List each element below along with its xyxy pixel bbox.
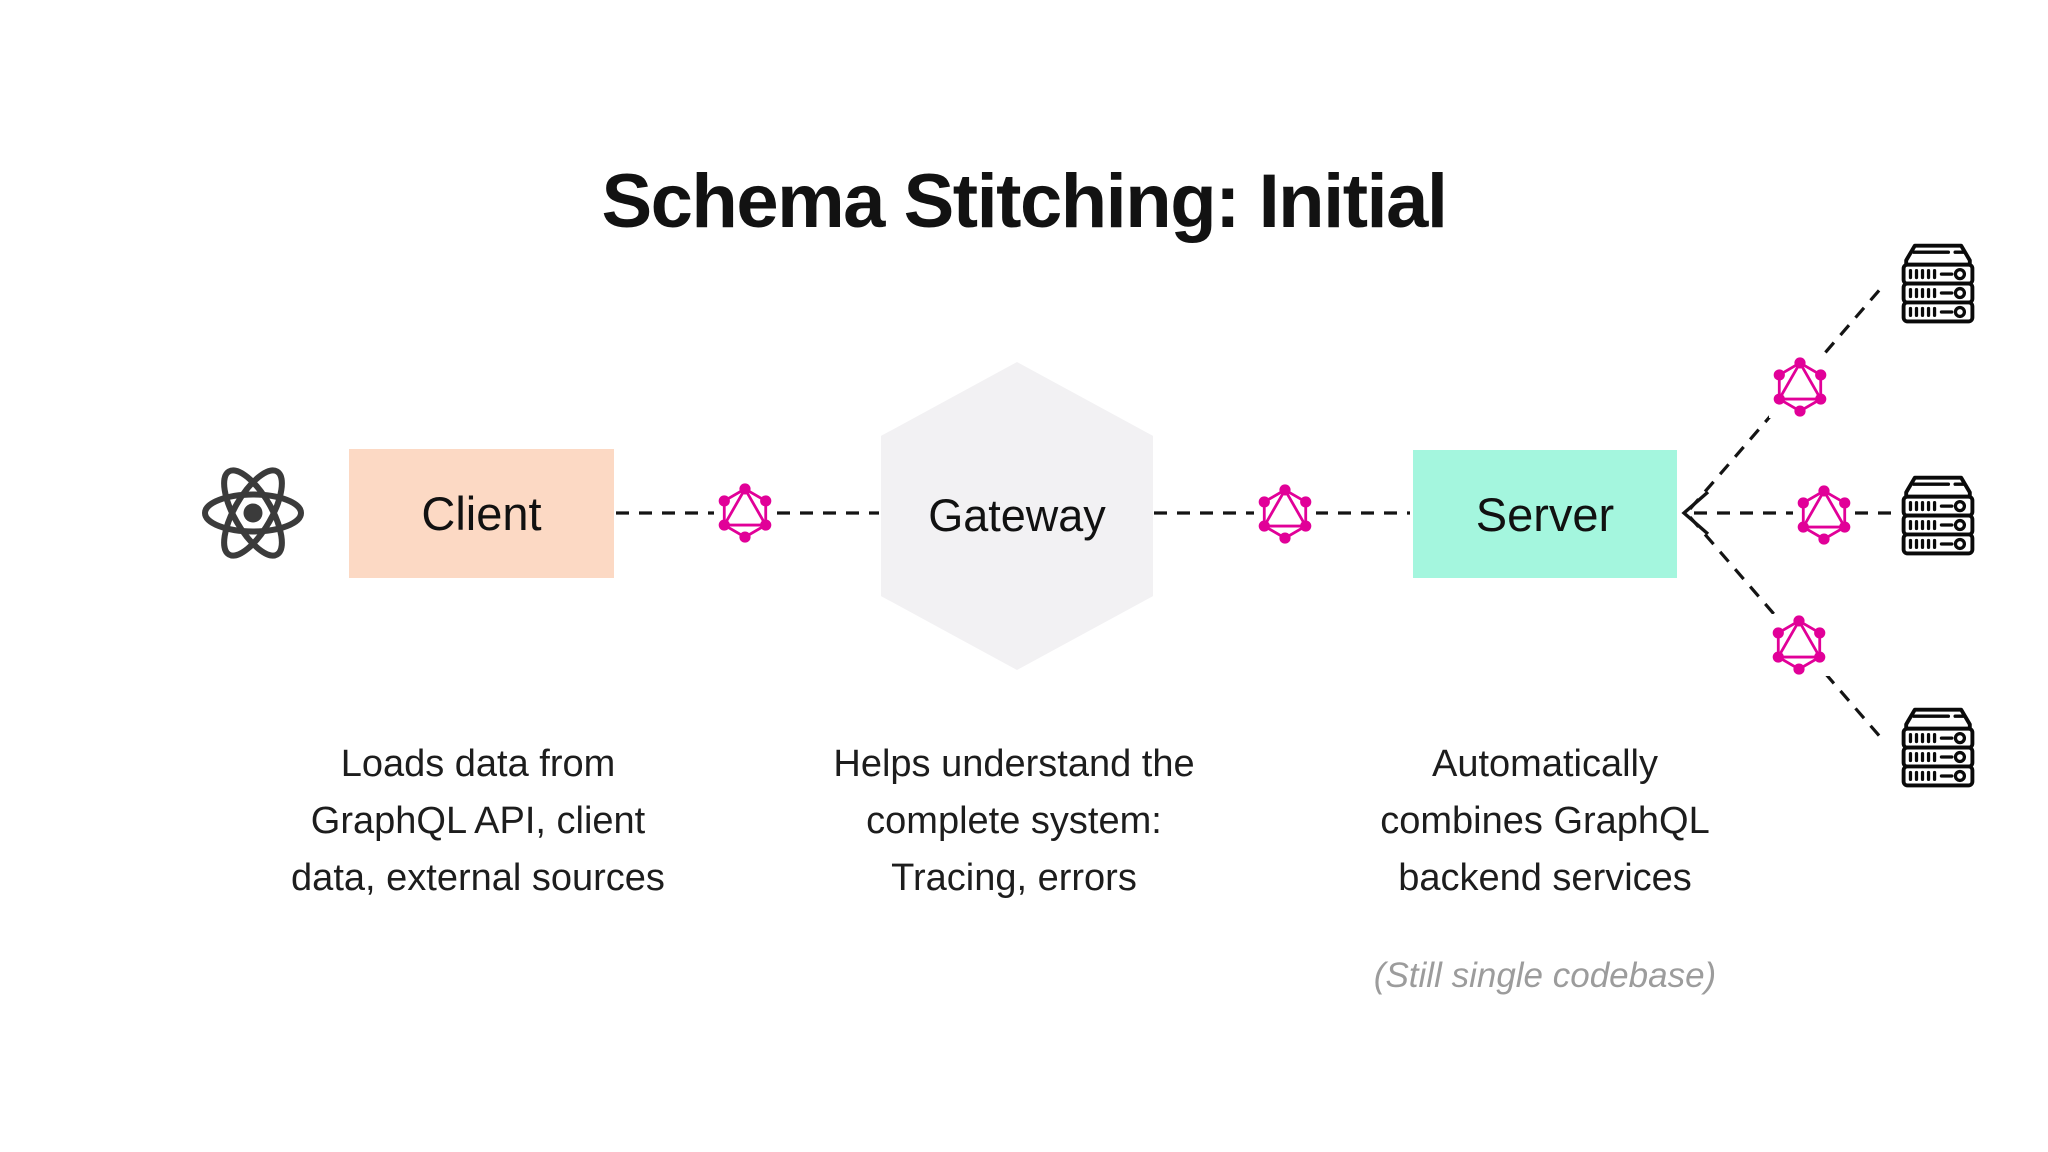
gateway-description-line: Tracing, errors	[891, 857, 1137, 899]
page-title: Schema Stitching: Initial	[601, 159, 1448, 244]
server-node-label: Server	[1475, 487, 1615, 541]
server-description-line: combines GraphQL	[1380, 800, 1710, 842]
gateway-description: Helps understand the complete system: Tr…	[774, 736, 1254, 907]
gateway-node-label: Gateway	[928, 490, 1106, 541]
server-description-line: backend services	[1398, 857, 1692, 899]
server-codebase-note: (Still single codebase)	[1373, 956, 1717, 995]
client-node-label: Client	[421, 487, 542, 540]
server-rack-icon	[1901, 475, 1975, 556]
client-description: Loads data from GraphQL API, client data…	[238, 736, 718, 907]
react-atom-icon	[202, 467, 304, 559]
server-rack-icon	[1901, 243, 1975, 324]
gateway-node: Gateway	[881, 362, 1153, 670]
server-description: Automatically combines GraphQL backend s…	[1305, 736, 1785, 907]
server-node: Server	[1413, 450, 1677, 578]
client-description-line: GraphQL API, client	[310, 800, 646, 842]
client-node: Client	[349, 449, 614, 578]
gateway-description-line: complete system:	[866, 800, 1162, 842]
arrowhead-into-server	[1681, 490, 1710, 536]
client-description-line: Loads data from	[340, 743, 616, 785]
client-description-line: data, external sources	[291, 857, 665, 899]
server-description-line: Automatically	[1432, 743, 1658, 785]
server-rack-icon	[1901, 707, 1975, 788]
gateway-description-line: Helps understand the	[833, 743, 1195, 785]
